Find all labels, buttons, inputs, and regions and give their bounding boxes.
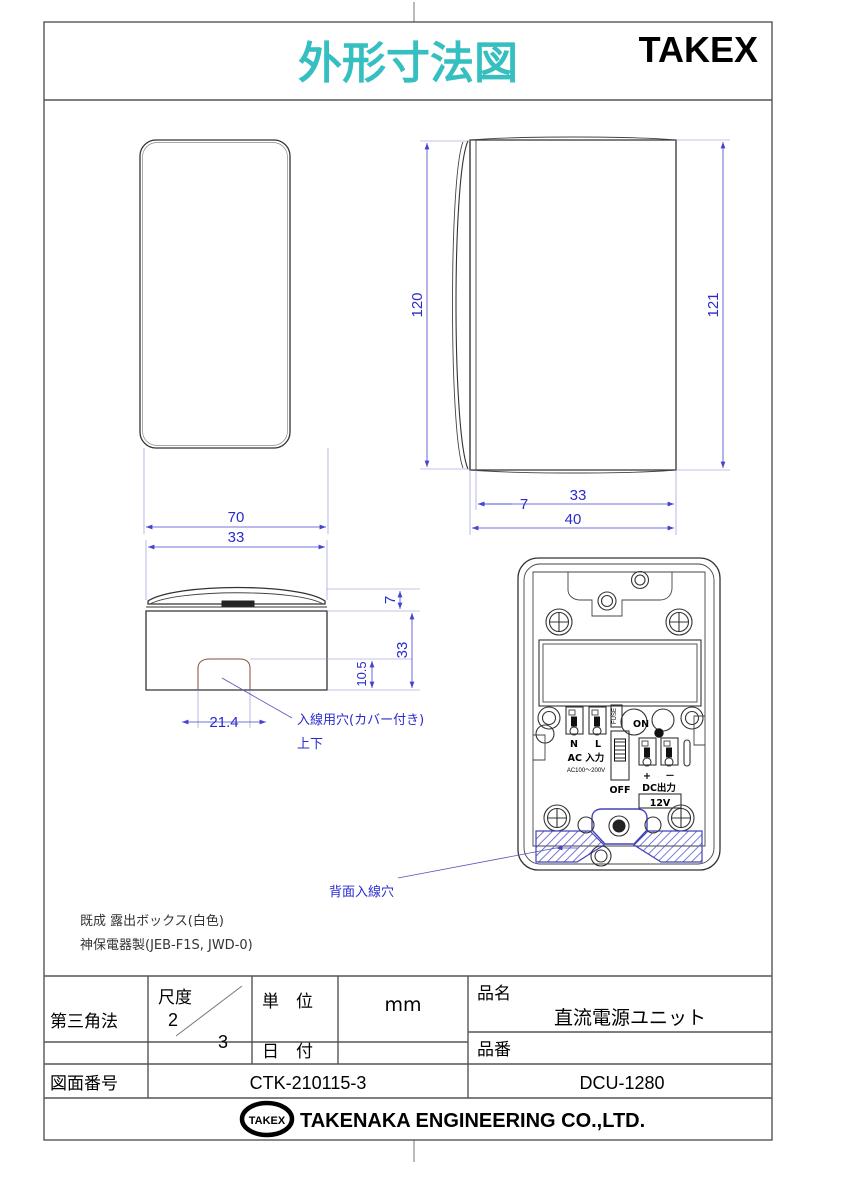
dim-value-7-top: 7	[382, 596, 399, 604]
title-block: 第三角法 尺度 2 3 単 位 mm 日 付 図面番号 CTK-210115-3…	[44, 976, 772, 1098]
label-dc-plus: +	[643, 771, 651, 782]
dim-value-120: 120	[409, 292, 426, 317]
scale-numerator: 2	[168, 1010, 178, 1030]
dim-value-33-side: 33	[570, 487, 587, 504]
dim-top-width-70: 33	[145, 529, 328, 600]
power-switch[interactable]	[610, 730, 630, 781]
unit-label: 単 位	[262, 992, 313, 1012]
footer-company: TAKEX TAKENAKA ENGINEERING CO.,LTD.	[239, 1100, 645, 1138]
side-view	[452, 136, 677, 474]
dim-front-width: 70	[143, 448, 329, 534]
dim-value-121: 121	[705, 292, 722, 317]
scale-label: 尺度	[158, 988, 192, 1008]
screw-top-right	[665, 608, 693, 636]
top-section-view	[145, 586, 328, 691]
dim-value-7-side: 7	[520, 496, 528, 513]
drawing-no-value: CTK-210115-3	[250, 1073, 367, 1093]
dc-terminal-block	[638, 737, 691, 767]
annotation-wire-hole: 入線用穴(カバー付き) 上下	[221, 677, 424, 752]
date-label: 日 付	[262, 1042, 313, 1062]
product-name-value: 直流電源ユニット	[554, 1007, 706, 1029]
wire-hole-label: 入線用穴(カバー付き)	[297, 712, 424, 728]
ac-terminal-block	[565, 706, 607, 736]
rear-internal-view: N L AC 入力 AC100～200V FUSE ON OFF	[517, 557, 721, 871]
rear-wire-hole-hatch	[535, 808, 703, 867]
annotation-rear-wire-hole: 背面入線穴	[329, 847, 557, 900]
takex-badge-text: TAKEX	[249, 1115, 286, 1127]
screw-bottom-left	[543, 804, 571, 832]
note-line-2: 神保電器製(JEB-F1S, JWD-0)	[80, 938, 253, 953]
screw-top-left	[545, 608, 573, 636]
wire-hole-sublabel: 上下	[297, 737, 323, 752]
dim-value-33-top: 33	[394, 642, 411, 659]
label-dc-minus: －	[665, 771, 675, 782]
page-title: 外形寸法図	[298, 38, 518, 89]
product-code-label: 品番	[477, 1040, 511, 1060]
dim-top-depths: 7 33 10.5	[250, 588, 420, 691]
drawing-no-label: 図面番号	[50, 1074, 118, 1094]
label-fuse: FUSE	[612, 708, 618, 724]
dim-side-depths: 7 33 40	[469, 470, 677, 535]
label-terminal-n: N	[570, 739, 578, 750]
label-terminal-l: L	[595, 739, 601, 750]
product-name-label: 品名	[477, 984, 511, 1004]
label-switch-off: OFF	[609, 785, 630, 796]
note-line-1: 既成 露出ボックス(白色)	[80, 913, 224, 929]
takex-badge-ring	[239, 1100, 295, 1138]
dim-value-10-5: 10.5	[354, 661, 369, 686]
dim-side-height-120: 120	[409, 140, 470, 470]
scale-denominator: 3	[218, 1032, 228, 1052]
dim-value-70: 70	[228, 509, 245, 526]
product-code-value: DCU-1280	[579, 1073, 664, 1093]
company-name: TAKENAKA ENGINEERING CO.,LTD.	[300, 1110, 645, 1132]
dim-side-height-121: 121	[676, 139, 730, 471]
dim-value-21-4: 21.4	[209, 714, 238, 731]
dim-hole-width: 21.4	[182, 690, 266, 731]
label-ac-input: AC 入力	[568, 752, 605, 764]
unit-value: mm	[384, 994, 421, 1016]
projection-label: 第三角法	[50, 1012, 118, 1032]
label-ac-voltage: AC100～200V	[567, 768, 605, 774]
label-dc-output: DC出力	[642, 782, 676, 794]
label-dc-voltage: 12V	[650, 798, 671, 809]
takex-logo: TAKEX	[639, 29, 758, 70]
notes-block: 既成 露出ボックス(白色) 神保電器製(JEB-F1S, JWD-0)	[80, 913, 253, 953]
screw-bottom-right	[667, 804, 695, 832]
label-switch-on: ON	[633, 719, 649, 730]
dim-value-40: 40	[565, 511, 582, 528]
rear-wire-hole-label: 背面入線穴	[329, 884, 394, 900]
sheet-border	[43, 2, 773, 1162]
front-view	[139, 139, 291, 449]
dim-value-70-top: 33	[228, 529, 245, 546]
